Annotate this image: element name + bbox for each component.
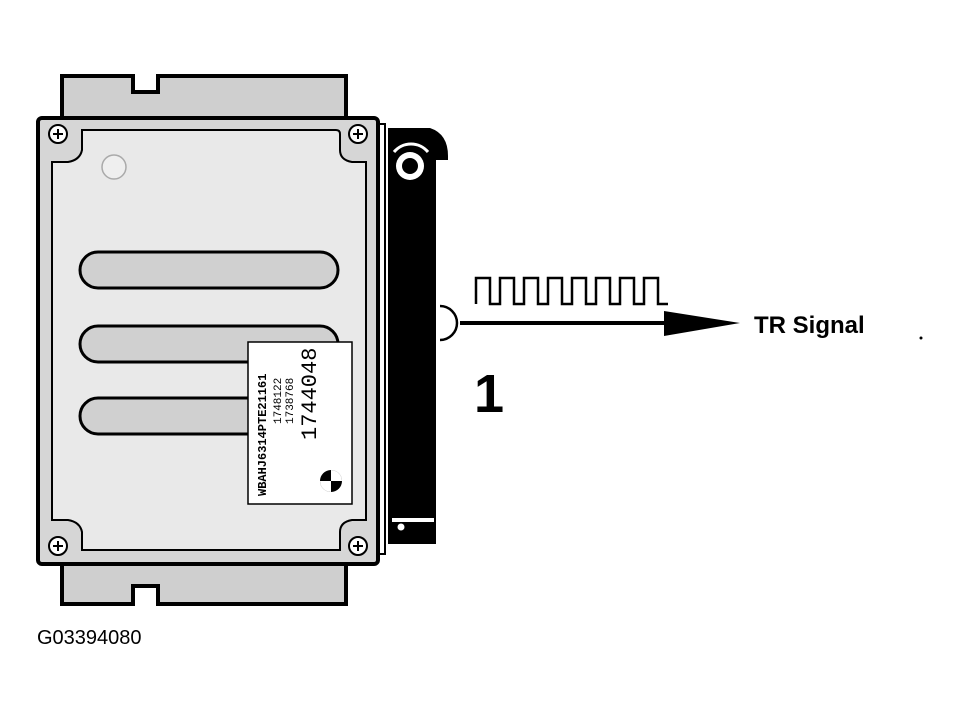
screw-bottom-right-icon bbox=[348, 536, 368, 556]
square-wave bbox=[474, 276, 668, 306]
figure-code: G03394080 bbox=[37, 627, 142, 649]
brand-logo-icon bbox=[320, 470, 342, 492]
connector-slot bbox=[392, 518, 434, 522]
cover-rib-1 bbox=[78, 250, 340, 290]
callout-number: 1 bbox=[474, 364, 504, 424]
screw-top-right-icon bbox=[348, 124, 368, 144]
connector-latch-icon bbox=[392, 142, 430, 180]
pin-semicircle bbox=[439, 304, 459, 342]
screw-top-left-icon bbox=[48, 124, 68, 144]
sticker-part-2: 1738768 bbox=[285, 378, 297, 424]
signal-label: TR Signal bbox=[754, 312, 865, 339]
connector-pin bbox=[397, 523, 405, 531]
sticker-part-1: 1748122 bbox=[273, 378, 285, 424]
connector-frame bbox=[378, 123, 386, 555]
top-bracket bbox=[60, 74, 348, 120]
signal-arrow-head bbox=[664, 311, 740, 336]
connector-body bbox=[388, 128, 448, 544]
sticker-vin: WBAHJ6314PTE21161 bbox=[256, 374, 270, 496]
screw-bottom-left-icon bbox=[48, 536, 68, 556]
bottom-bracket bbox=[60, 560, 348, 606]
stray-dot bbox=[919, 336, 923, 340]
sticker-part-main: 1744048 bbox=[298, 348, 323, 440]
cover-mark bbox=[101, 154, 127, 180]
sticker-text: WBAHJ6314PTE21161 1748122 1738768 174404… bbox=[256, 348, 323, 496]
